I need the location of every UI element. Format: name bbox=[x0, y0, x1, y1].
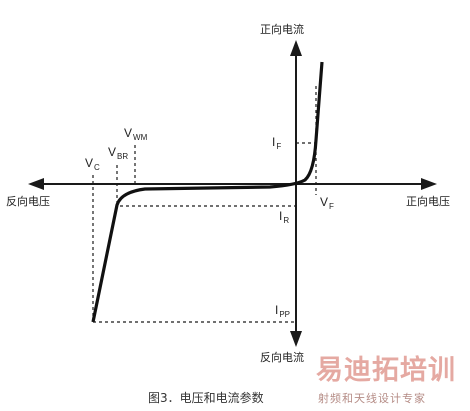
vf-label: VF bbox=[320, 195, 334, 211]
watermark-brand: 易迪拓培训 bbox=[316, 355, 456, 386]
forward-current-label: 正向电流 bbox=[260, 23, 304, 36]
watermark-slogan: 射频和天线设计专家 bbox=[318, 392, 426, 405]
vwm-label: VWM bbox=[124, 126, 148, 142]
forward-current-arrow bbox=[290, 40, 302, 56]
ipp-label: IPP bbox=[275, 303, 291, 319]
figure-caption: 图3．电压和电流参数 bbox=[148, 391, 264, 405]
reverse-current-arrow bbox=[290, 331, 302, 347]
vbr-label: VBR bbox=[108, 145, 129, 161]
vc-label: VC bbox=[85, 156, 100, 172]
reverse-current-label: 反向电流 bbox=[260, 351, 304, 364]
forward-voltage-label: 正向电压 bbox=[406, 195, 450, 208]
ir-label: IR bbox=[279, 209, 290, 225]
reverse-voltage-label: 反向电压 bbox=[6, 195, 50, 208]
reverse-voltage-arrow bbox=[28, 178, 44, 190]
if-label: IF bbox=[272, 135, 282, 151]
forward-voltage-arrow bbox=[421, 178, 437, 190]
iv-curve bbox=[91, 61, 324, 323]
